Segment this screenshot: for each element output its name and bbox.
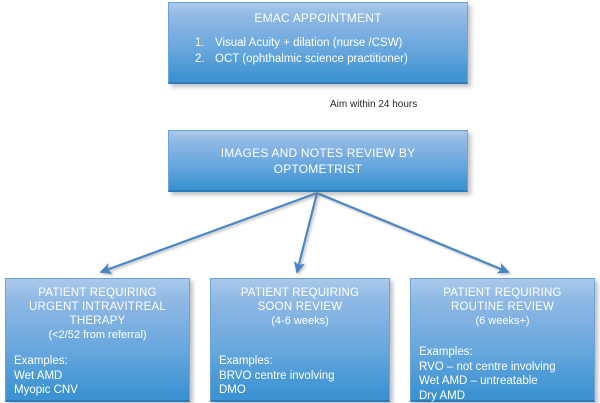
- node-review-title: IMAGES AND NOTES REVIEW BY OPTOMETRIST: [179, 145, 457, 177]
- node-soon-subtitle: (4-6 weeks): [219, 314, 381, 328]
- node-emac-appointment[interactable]: EMAC APPOINTMENT 1. Visual Acuity + dila…: [168, 2, 468, 84]
- node-emac-title: EMAC APPOINTMENT: [179, 11, 457, 25]
- arrow-review-to-urgent: [101, 193, 317, 272]
- node-routine-subtitle: (6 weeks+): [419, 314, 586, 328]
- list-item: 1. Visual Acuity + dilation (nurse /CSW): [179, 35, 457, 51]
- node-urgent-title: PATIENT REQUIRING URGENT INTRAVITREAL TH…: [14, 286, 181, 328]
- node-soon-examples: BRVO centre involving DMO: [219, 369, 381, 398]
- node-routine-examples: RVO – not centre involving Wet AMD – unt…: [419, 360, 586, 403]
- list-item-label: OCT (ophthalmic science practitioner): [215, 51, 408, 67]
- list-item-label: Visual Acuity + dilation (nurse /CSW): [215, 35, 402, 51]
- node-emac-steps-list: 1. Visual Acuity + dilation (nurse /CSW)…: [179, 35, 457, 67]
- node-urgent-examples-heading: Examples:: [14, 354, 181, 369]
- list-item: 2. OCT (ophthalmic science practitioner): [179, 51, 457, 67]
- edge-label-aim-within-24-hours: Aim within 24 hours: [330, 99, 417, 110]
- node-urgent-examples: Wet AMD Myopic CNV: [14, 369, 181, 398]
- node-soon-examples-heading: Examples:: [219, 354, 381, 369]
- node-soon-title: PATIENT REQUIRING SOON REVIEW: [219, 286, 381, 314]
- node-routine-title: PATIENT REQUIRING ROUTINE REVIEW: [419, 286, 586, 314]
- arrow-review-to-soon: [297, 193, 317, 272]
- list-item-number: 2.: [195, 51, 215, 67]
- list-item-number: 1.: [195, 35, 215, 51]
- node-patient-soon-review[interactable]: PATIENT REQUIRING SOON REVIEW (4-6 weeks…: [210, 278, 390, 402]
- node-routine-examples-heading: Examples:: [419, 345, 586, 360]
- arrow-review-to-routine: [317, 193, 508, 272]
- node-urgent-subtitle: (<2/52 from referral): [14, 328, 181, 342]
- node-patient-routine-review[interactable]: PATIENT REQUIRING ROUTINE REVIEW (6 week…: [410, 278, 595, 402]
- node-patient-urgent-intravitreal[interactable]: PATIENT REQUIRING URGENT INTRAVITREAL TH…: [5, 278, 190, 402]
- node-images-notes-review[interactable]: IMAGES AND NOTES REVIEW BY OPTOMETRIST: [168, 130, 468, 192]
